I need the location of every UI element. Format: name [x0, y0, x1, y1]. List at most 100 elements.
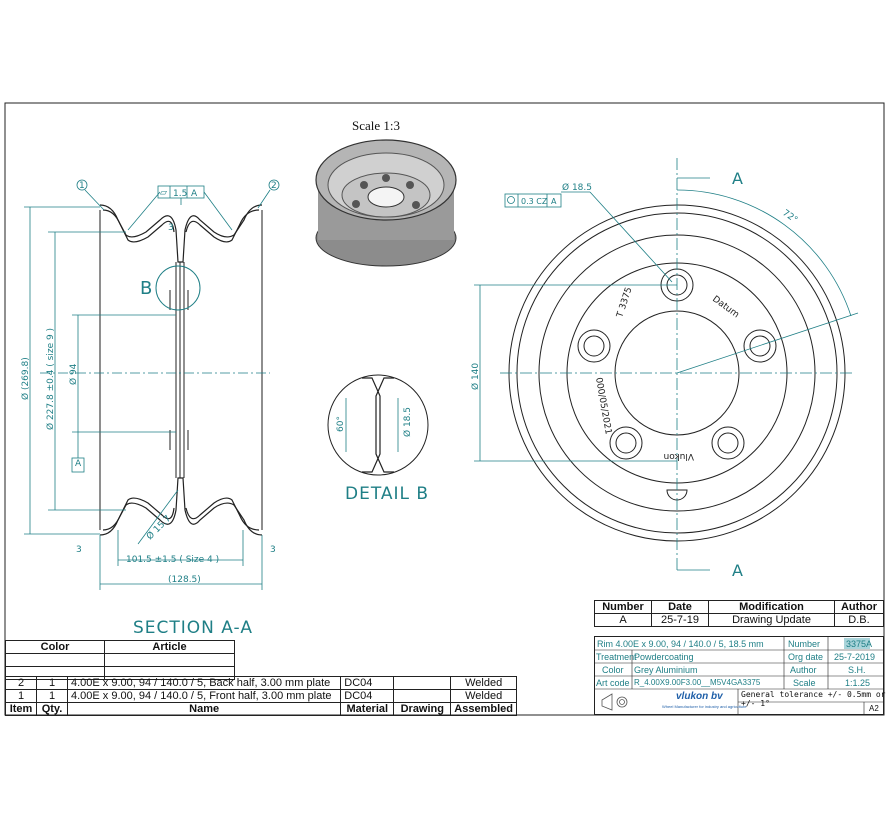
- bom-drawing: [393, 676, 452, 690]
- bolt-hole-bottom-right-inner: [717, 432, 739, 454]
- tb-artcode-label: Art code: [596, 678, 630, 688]
- position-tol-label: 0.3 CZ: [521, 197, 548, 206]
- rev-header-author: Author: [834, 600, 884, 614]
- render-bolt-hole-5: [382, 174, 390, 182]
- rev-modification: Drawing Update: [708, 613, 835, 627]
- bolt-hole-left: [577, 329, 611, 363]
- bom-table: 2 1 4.00E x 9.00, 94 / 140.0 / 5, Back h…: [5, 676, 517, 716]
- bom-header-assembled: Assembled: [450, 702, 517, 716]
- revision-header-row: Number Date Modification Author: [594, 600, 884, 614]
- balloon-2-leader: [257, 189, 271, 209]
- bolt-hole-right-inner: [749, 335, 771, 357]
- render-bolt-hole-4: [412, 201, 420, 209]
- engraving-datum: Datum: [710, 294, 741, 320]
- empty-cell: [104, 653, 235, 667]
- detail-b-circle: [155, 265, 201, 311]
- front-angle-label: 72°: [780, 208, 799, 225]
- datum-a-label: A: [75, 459, 82, 469]
- bom-qty: 1: [36, 676, 68, 690]
- engraving-date: 000/05/2021: [593, 377, 613, 435]
- position-datum-label: A: [551, 197, 557, 206]
- company-logo: vlukon bv: [676, 691, 723, 702]
- section-view: [99, 204, 263, 536]
- section-title: SECTION A-A: [133, 618, 253, 638]
- scale-caption: Scale 1:3: [352, 118, 401, 133]
- rev-number: A: [594, 613, 652, 627]
- tb-orgdate-value: 25-7-2019: [834, 652, 876, 662]
- bom-assembled: Welded: [450, 676, 517, 690]
- tb-author-label: Author: [790, 665, 817, 675]
- detail-angle-label: 60°: [336, 416, 346, 432]
- flange-right-label: 3: [270, 545, 276, 555]
- flatness-datum: A: [191, 189, 198, 199]
- bolt-hole-bottom-left-inner: [615, 432, 637, 454]
- color-article-empty-1: [5, 653, 235, 667]
- detail-b-view: [327, 374, 429, 476]
- bom-header-qty: Qty.: [36, 702, 68, 716]
- tb-orgdate-label: Org date: [788, 652, 824, 662]
- render-hub-hole: [367, 186, 405, 208]
- position-tol-frame: [504, 193, 562, 208]
- flatness-value: 1.5: [173, 189, 187, 199]
- bottom-rim-inner-right: [185, 497, 260, 531]
- bom-header-material: Material: [340, 702, 395, 716]
- weld-size-label: 3: [168, 223, 174, 233]
- bead-dia-label: Ø 227.8 ±0.4 ( size 9 ): [45, 328, 56, 430]
- revision-table: Number Date Modification Author A 25-7-1…: [594, 600, 884, 627]
- bom-assembled: Welded: [450, 689, 517, 703]
- balloon-2-label: 2: [271, 181, 277, 191]
- rev-date: 25-7-19: [651, 613, 709, 627]
- detail-b-marker: B: [140, 278, 152, 299]
- tb-color-label: Color: [602, 665, 624, 675]
- bolt-hole-bottom-right: [711, 426, 745, 460]
- tb-artcode-value: R_4.00X9.00F3.00__M5V4GA3375: [634, 678, 761, 687]
- projection-symbol: [601, 693, 613, 711]
- bom-name: 4.00E x 9.00, 94 / 140.0 / 5, Front half…: [66, 689, 342, 703]
- section-a-bottom: A: [732, 561, 743, 580]
- detail-profile-left: [362, 377, 381, 473]
- rev-author: D.B.: [834, 613, 884, 627]
- rev-header-modification: Modification: [708, 600, 835, 614]
- tb-color-value: Grey Aluminium: [634, 665, 698, 675]
- bom-qty: 1: [36, 689, 68, 703]
- bom-item: 2: [5, 676, 37, 690]
- bom-material: DC04: [340, 689, 395, 703]
- tb-number-label: Number: [788, 639, 821, 649]
- detail-title: DETAIL B: [345, 484, 430, 504]
- rim-3d-render: [315, 139, 457, 267]
- color-article-table: Color Article: [5, 640, 235, 680]
- balloon-1-leader: [84, 189, 105, 211]
- empty-cell: [5, 653, 105, 667]
- engraving-part: T 3375: [615, 286, 634, 320]
- bom-row: 1 1 4.00E x 9.00, 94 / 140.0 / 5, Front …: [5, 689, 517, 703]
- bom-material: DC04: [340, 676, 395, 690]
- balloon-1-label: 1: [79, 181, 85, 191]
- color-article-header: Color Article: [5, 640, 235, 654]
- bom-header-name: Name: [66, 702, 342, 716]
- title-block-grid: [594, 636, 884, 715]
- flatness-symbol: ⏥: [160, 188, 167, 198]
- rev-header-date: Date: [651, 600, 709, 614]
- render-bolt-hole-3: [352, 200, 360, 208]
- flatness-leader-right: [203, 191, 233, 231]
- position-symbol: [507, 196, 515, 204]
- bottom-rim-inner-left: [102, 497, 175, 531]
- color-header: Color: [5, 640, 105, 654]
- render-bolt-hole-2: [406, 181, 414, 189]
- projection-symbol-circle: [616, 696, 628, 708]
- tb-tolerance: General tolerance +/- 0.5mm or +/- 1°: [741, 690, 886, 708]
- front-dimensions: [474, 158, 859, 571]
- inner-radius-label: Ø 15.7: [144, 513, 173, 542]
- tb-sheet-size: A2: [869, 704, 879, 713]
- detail-b-outline: [327, 374, 429, 476]
- section-dimensions: [24, 179, 280, 590]
- top-rim-inner-right: [185, 209, 260, 243]
- tb-border: [594, 636, 884, 715]
- bolt-hole-left-inner: [583, 335, 605, 357]
- bom-item: 1: [5, 689, 37, 703]
- bom-header-drawing: Drawing: [393, 702, 452, 716]
- pcd-label: Ø 140: [470, 363, 481, 390]
- detail-profile-right: [375, 377, 394, 473]
